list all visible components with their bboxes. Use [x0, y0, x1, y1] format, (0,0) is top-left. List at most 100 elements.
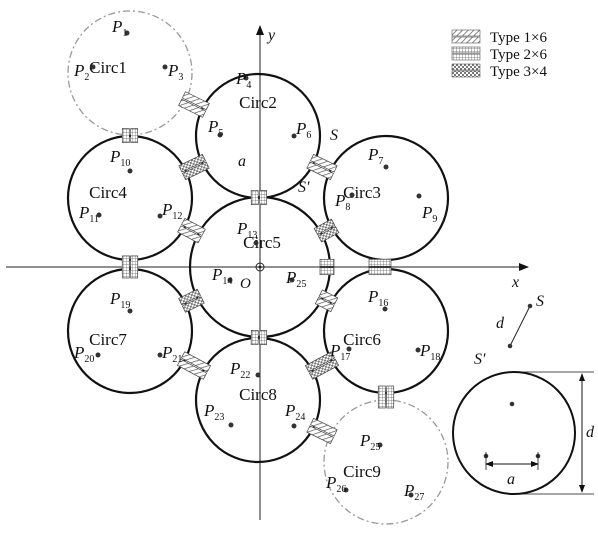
point-20-dot [95, 352, 101, 358]
point-label: P7 [367, 145, 383, 167]
circle-7-name: Circ7 [89, 330, 127, 349]
circle-5-name: Circ5 [243, 233, 281, 252]
point-label: P6 [295, 119, 311, 141]
point-8-dot [349, 192, 355, 198]
connector-bar [308, 358, 340, 380]
connector-bar [177, 225, 202, 244]
connector-7 [177, 217, 206, 244]
circle-7 [66, 267, 194, 395]
connector-group [121, 91, 395, 445]
connector-bar [319, 267, 335, 276]
origin-marker [255, 262, 265, 272]
point-13-dot [253, 240, 259, 246]
spacing-a-label: a [238, 153, 246, 170]
connector-5 [250, 190, 268, 205]
inset-d-label: d [586, 424, 595, 441]
circle-9-name: Circ9 [343, 462, 381, 481]
distance-s-prime-label: S′ [474, 351, 486, 368]
connector-3 [306, 153, 338, 181]
point-18-dot [415, 347, 421, 353]
connector-2 [178, 91, 210, 118]
point-label: P16 [367, 287, 388, 309]
circle-9 [323, 399, 449, 525]
main-annotations: a S S′ [238, 127, 338, 196]
point-14-dot [227, 277, 233, 283]
point-19-dot [127, 308, 133, 314]
connector-1 [121, 128, 139, 143]
point-10-dot [127, 168, 133, 174]
point-label: P9 [421, 203, 437, 225]
legend-label: Type 2×6 [490, 47, 547, 63]
point-25-dot [289, 277, 295, 283]
point-3-dot [162, 64, 168, 70]
connector-bar [310, 417, 338, 437]
connector-x-axis-left [121, 255, 139, 279]
point-1-dot [124, 30, 130, 36]
point-6-dot [291, 133, 297, 139]
legend-label: Type 3×4 [490, 64, 547, 80]
legend-item-1: Type 1×6 [451, 29, 547, 46]
point-2-dot [90, 64, 96, 70]
circle-4-name: Circ4 [89, 183, 127, 202]
circle-6-name: Circ6 [343, 330, 381, 349]
connector-x-axis-right [368, 258, 392, 276]
x-axis-label: x [511, 274, 519, 291]
point-27-dot [408, 492, 414, 498]
connector-bar [259, 330, 268, 345]
circle-1 [67, 10, 193, 136]
connector-bar [306, 425, 334, 445]
circle-8-name: Circ8 [239, 385, 277, 404]
connector-14 [176, 351, 212, 380]
point-label: P4 [235, 69, 251, 91]
y-axis-label: y [266, 27, 276, 44]
connector-bar [314, 297, 335, 313]
point-21-dot [157, 352, 163, 358]
connector-bar [313, 218, 336, 236]
origin-label: O [240, 276, 251, 292]
point-16-dot [382, 306, 388, 312]
point-17-dot [346, 346, 352, 352]
circle-2-name: Circ2 [239, 93, 277, 112]
point-label: P3 [167, 61, 183, 83]
connector-16 [306, 417, 338, 445]
point-label: P27 [403, 481, 424, 503]
point-label: P18 [419, 341, 440, 363]
connector-bar [121, 255, 130, 279]
legend-item-3: Type 3×4 [451, 63, 547, 80]
connector-bar [368, 267, 392, 276]
connector-12 [314, 289, 339, 313]
point-24-dot [291, 423, 297, 429]
connector-bar [377, 385, 386, 409]
connector-bar [304, 351, 336, 373]
point-label: P13 [236, 219, 257, 241]
circle-1-name: Circ1 [89, 58, 127, 77]
connector-bar [250, 190, 259, 205]
point-12-dot [157, 213, 163, 219]
point-5-dot [217, 132, 223, 138]
connector-4 [178, 153, 210, 181]
connector-11 [178, 288, 205, 313]
point-label: P10 [109, 147, 130, 169]
distance-d-label: d [496, 315, 505, 332]
connector-6 [313, 218, 340, 243]
point-11-dot [96, 212, 102, 218]
circle-4 [66, 134, 194, 262]
connector-bar [181, 217, 206, 236]
distance-sketch: d S S′ [474, 293, 544, 368]
connector-13 [250, 330, 268, 345]
point-label: P5 [207, 117, 223, 139]
point-23-dot [228, 422, 234, 428]
circle-3-name: Circ3 [343, 183, 381, 202]
connector-circ6-circ9 [377, 385, 395, 409]
point-25-dot [377, 442, 383, 448]
connector-bar [182, 161, 210, 181]
point-label: P25 [359, 431, 380, 453]
connector-bar [181, 91, 210, 111]
connector-bar [178, 98, 207, 118]
point-label: P25 [285, 268, 306, 290]
point-label: P22 [229, 359, 250, 381]
point-label: P14 [211, 265, 232, 287]
point-7-dot [383, 164, 389, 170]
